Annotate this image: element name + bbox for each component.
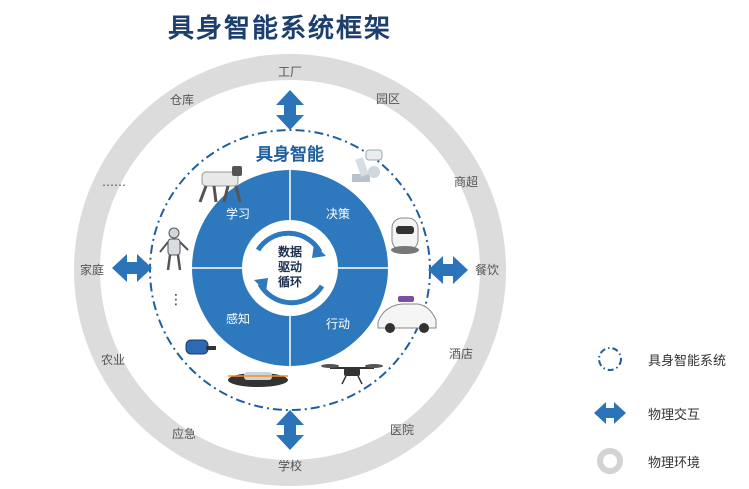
quadrant-decide: 决策 [326,207,350,221]
diagram-title: 具身智能系统框架 [167,14,392,44]
ring-label-hospital: 医院 [390,423,414,437]
environment-ring [74,54,506,486]
robotic-arm-icon [352,149,383,182]
ring-label-ellipsis: …… [102,175,126,189]
ring-label-supermarket: 商超 [454,174,478,189]
system-label: 具身智能 [255,144,324,165]
interaction-arrow-left [112,254,152,282]
vertical-ellipsis: ⋮ [169,292,183,308]
ring-label-agriculture: 农业 [101,353,125,367]
humanoid-robot-icon [159,227,189,271]
ring-label-factory: 工厂 [278,65,302,79]
legend-label-environment: 物理环境 [648,456,701,471]
legend-item-interaction: 物理交互 [590,398,749,428]
service-robot-icon [391,217,419,254]
legend-label-interaction: 物理交互 [648,408,701,423]
interaction-arrow-right [428,256,468,284]
center-label-line1: 数据 [278,244,302,259]
flying-car-icon [228,372,288,387]
ring-label-dining: 餐饮 [475,262,499,277]
ring-label-hotel: 酒店 [449,347,473,361]
center-label-line2: 驱动 [278,260,302,274]
quadrant-act: 行动 [326,317,350,331]
underwater-robot-icon [185,339,216,355]
cycle-arrowhead-bottom [254,278,268,292]
center-label-line3: 循环 [278,274,302,289]
ring-label-warehouse: 仓库 [170,92,194,107]
legend-item-environment: 物理环境 [590,446,749,476]
legend-item-system: 具身智能系统 [590,344,749,374]
quadruped-robot-icon [198,166,242,203]
interaction-arrow-top [276,90,304,130]
ring-label-park: 园区 [376,92,400,106]
quadrant-learn: 学习 [226,206,250,221]
legend-label-system: 具身智能系统 [648,354,727,369]
drone-icon [321,364,383,385]
ring-label-school: 学校 [278,458,302,473]
ring-label-home: 家庭 [80,262,104,277]
autonomous-car-icon [377,296,437,333]
dash-circle-icon [598,347,622,371]
cycle-arrowhead-top [312,244,326,258]
quadrant-perceive: 感知 [226,311,250,326]
gray-ring-icon [597,448,623,474]
framework-diagram: 数据 驱动 循环 学习 决策 感知 行动 具身智能 工厂 园区 商超 餐饮 酒店… [74,54,506,486]
interaction-arrow-bottom [276,410,304,450]
double-arrow-icon [594,402,626,424]
ring-label-emergency: 应急 [172,426,196,441]
